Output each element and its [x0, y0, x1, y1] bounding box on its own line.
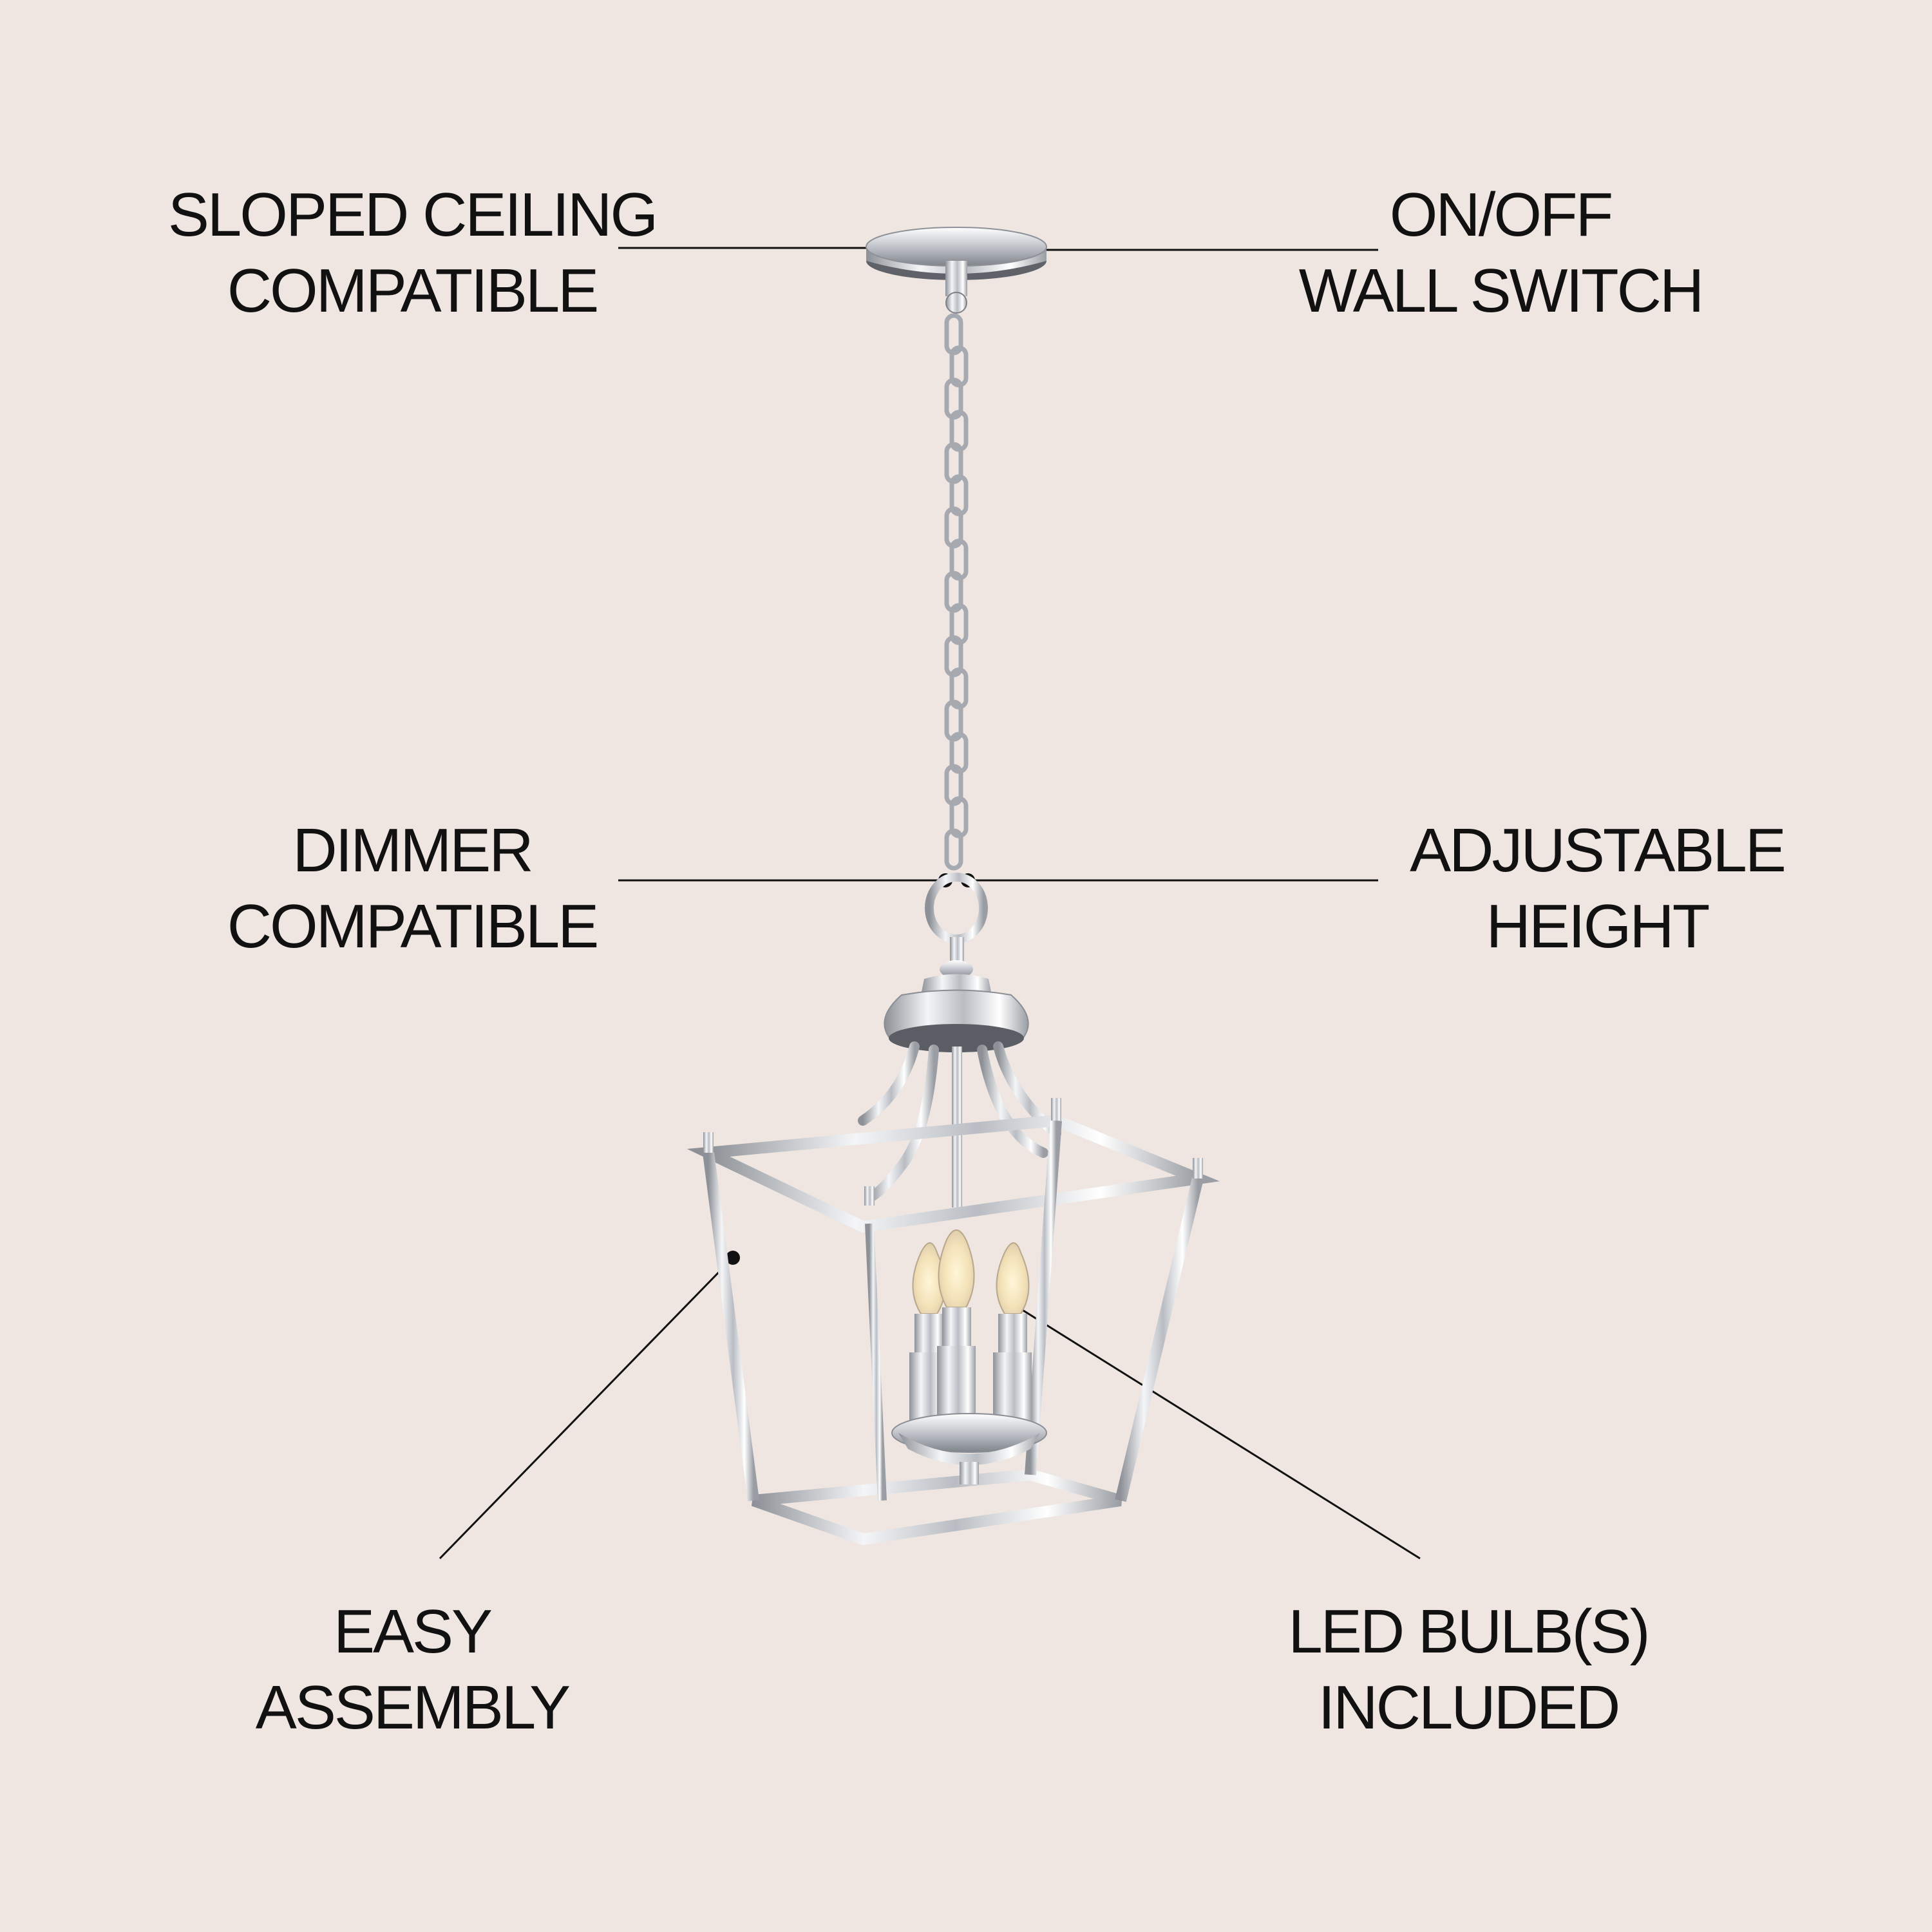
feature-line: ASSEMBLY [255, 1673, 571, 1742]
feature-line: ADJUSTABLE [1410, 816, 1786, 885]
callout-dot-easy [726, 1251, 740, 1265]
feature-line: EASY [333, 1597, 493, 1666]
feature-line: HEIGHT [1486, 892, 1710, 961]
lantern-hook [925, 873, 988, 978]
feature-sloped-ceiling: SLOPED CEILING COMPATIBLE [129, 177, 696, 329]
lantern-cap [884, 974, 1029, 1052]
feature-line: LED BULB(S) [1288, 1597, 1650, 1666]
feature-line: COMPATIBLE [227, 892, 600, 961]
feature-line: COMPATIBLE [227, 256, 600, 325]
feature-line: ON/OFF [1389, 180, 1614, 249]
feature-line: SLOPED CEILING [167, 180, 658, 249]
frame-finials [703, 1098, 1203, 1206]
bulb-right [993, 1242, 1032, 1423]
ceiling-canopy [866, 227, 1047, 314]
feature-line: WALL SWITCH [1298, 256, 1705, 325]
candle-base [891, 1413, 1047, 1484]
led-bulbs [909, 1229, 1032, 1430]
callout-line-led [1007, 1300, 1421, 1560]
feature-led-bulbs: LED BULB(S) INCLUDED [1211, 1594, 1726, 1746]
feature-line: INCLUDED [1318, 1673, 1621, 1742]
callout-lines [439, 247, 1421, 1560]
hanging-chain [944, 313, 969, 871]
lantern-frame [687, 1114, 1220, 1546]
feature-dimmer: DIMMER COMPATIBLE [155, 813, 670, 965]
feature-adjustable-height: ADJUSTABLE HEIGHT [1340, 813, 1855, 965]
bulb-center [937, 1229, 976, 1430]
feature-on-off-switch: ON/OFF WALL SWITCH [1236, 177, 1765, 329]
callout-line-easy [439, 1256, 734, 1560]
feature-line: DIMMER [292, 816, 533, 885]
feature-easy-assembly: EASY ASSEMBLY [155, 1594, 670, 1746]
